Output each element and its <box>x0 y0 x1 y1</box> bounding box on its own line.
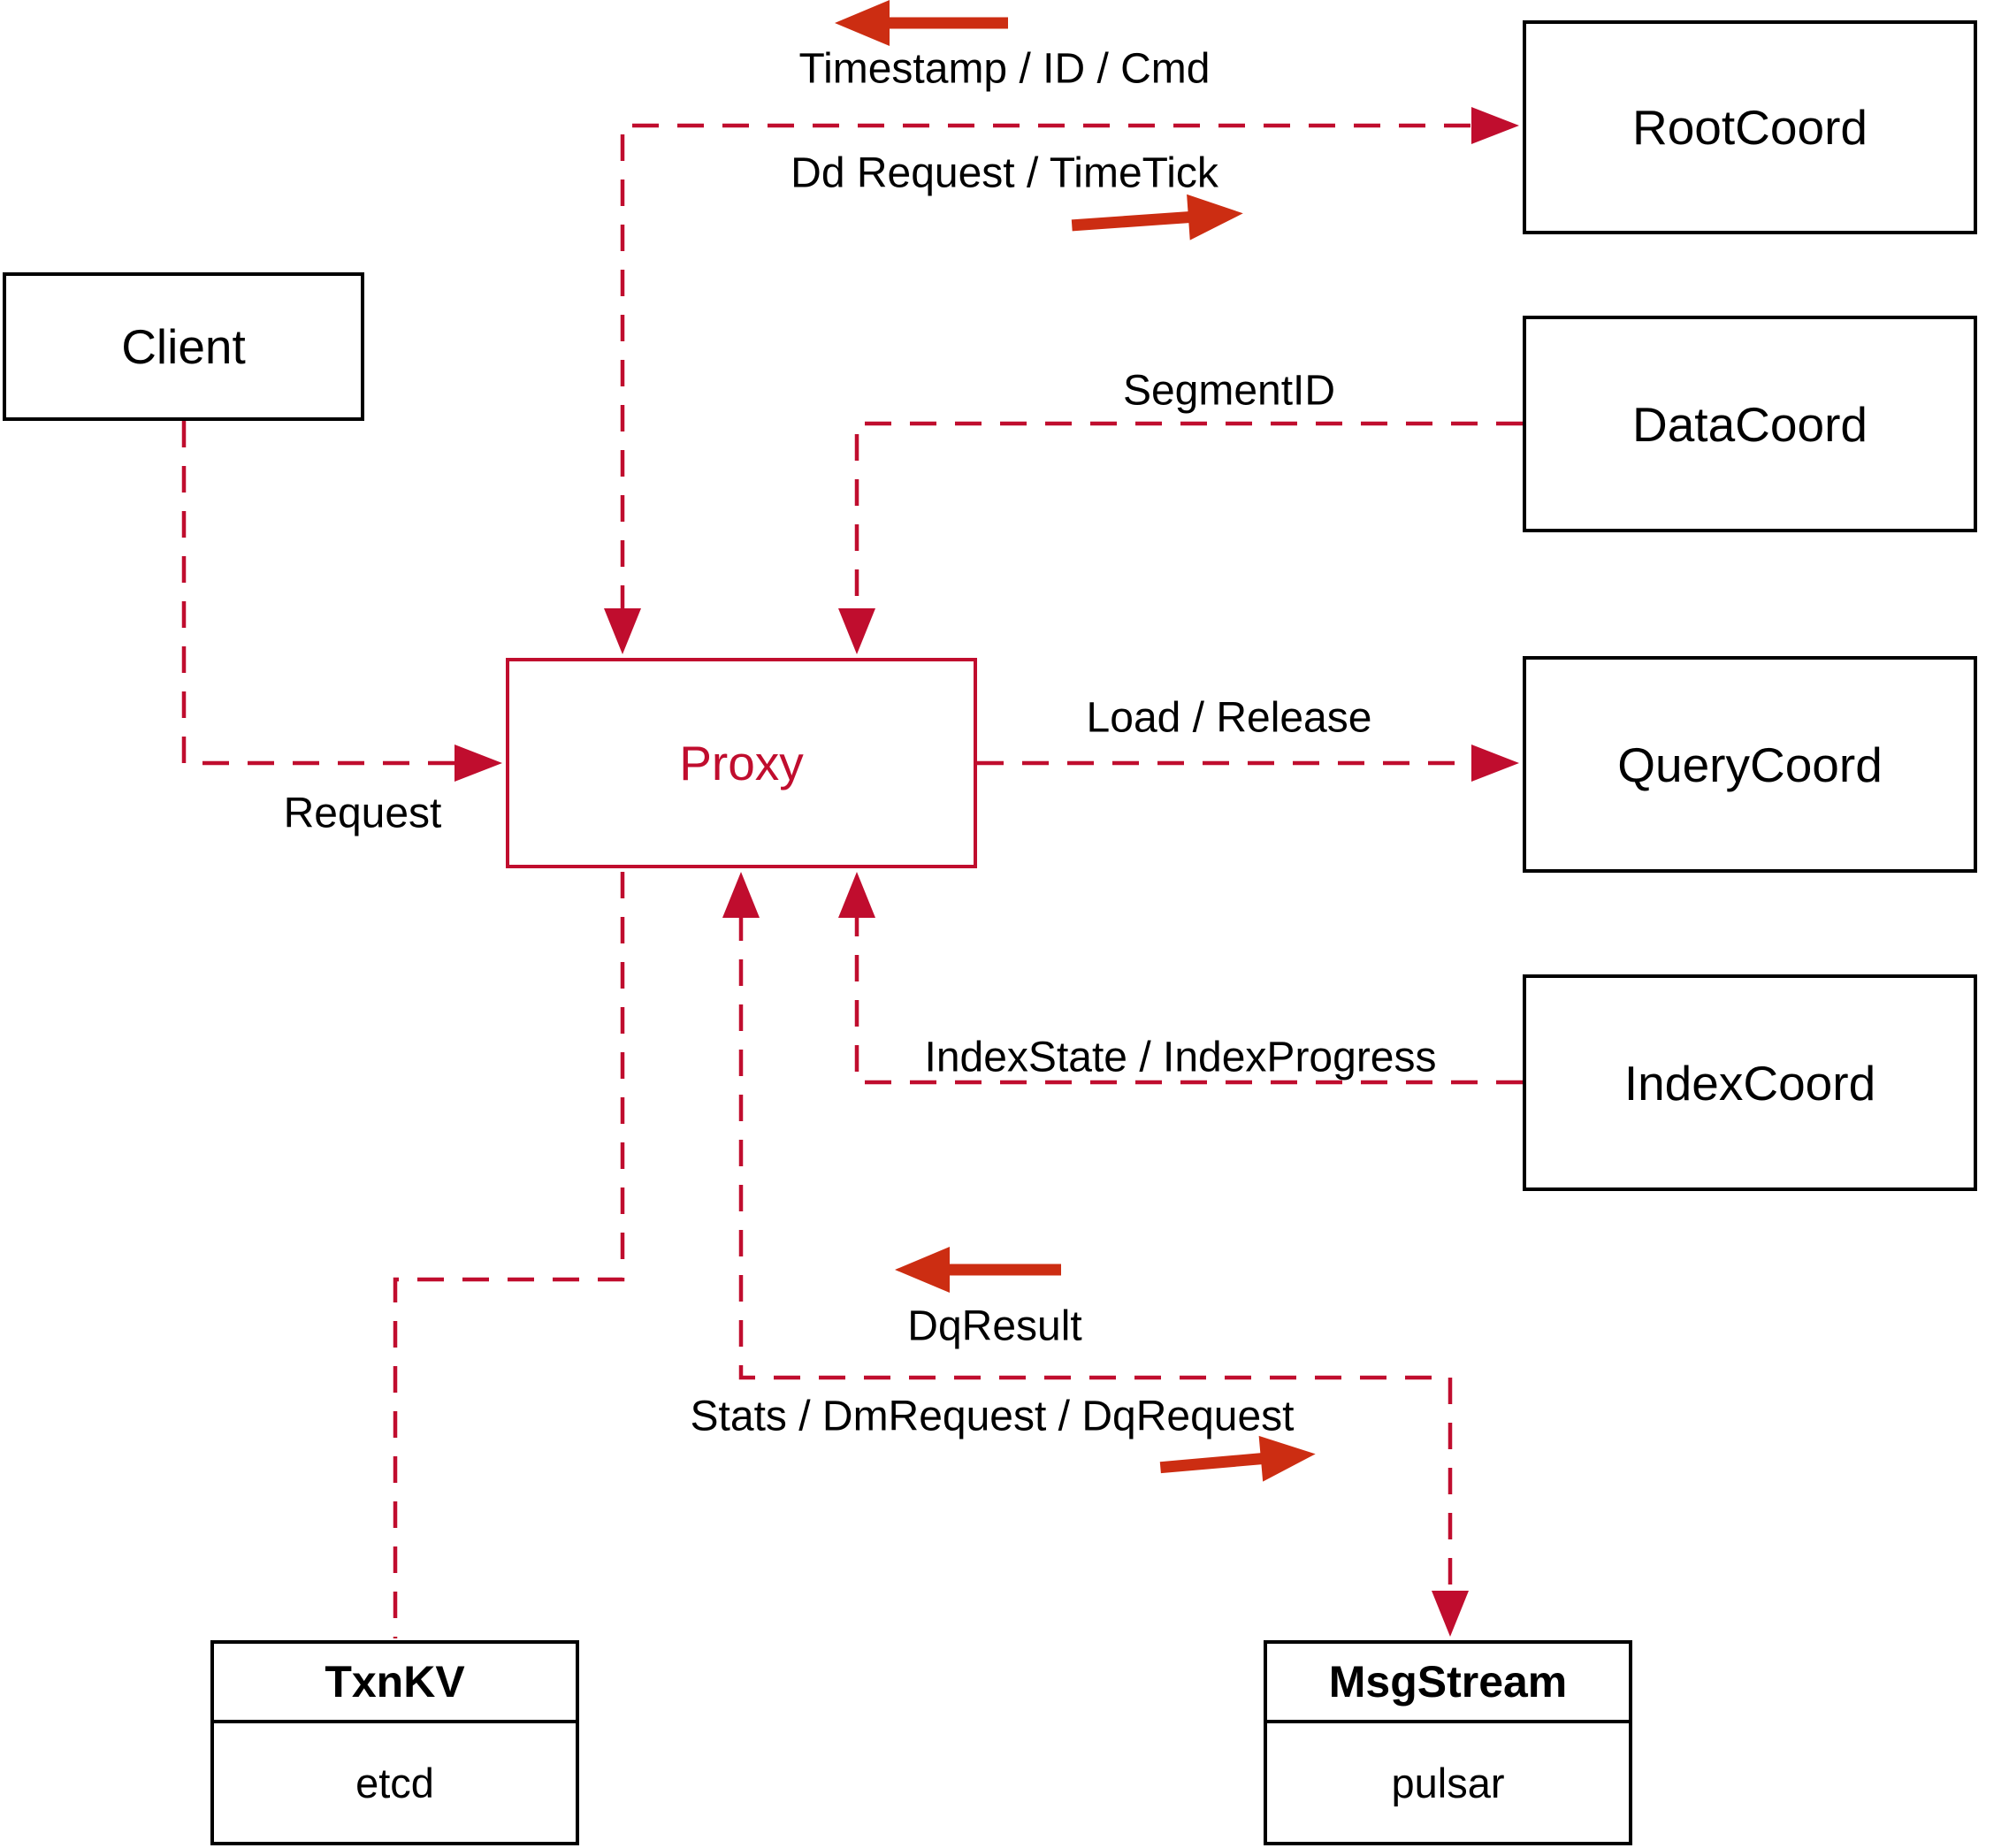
node-proxy: Proxy <box>506 658 977 868</box>
edge-label-timestamp-id-cmd: Timestamp / ID / Cmd <box>798 45 1211 93</box>
arrowhead-into-proxy-top-right <box>838 608 875 654</box>
arrowhead-into-msgstream <box>1432 1591 1469 1637</box>
arrowhead-into-proxy-bottom-right <box>838 872 875 918</box>
node-indexcoord: IndexCoord <box>1523 974 1977 1191</box>
left-arrow-dqresult-icon <box>895 1247 1061 1293</box>
arrowhead-into-proxy-bottom-mid <box>722 872 760 918</box>
edge-label-dq-result: DqResult <box>907 1302 1082 1350</box>
edge-datacoord-to-proxy <box>854 421 1523 612</box>
arrowhead-into-proxy-top-left <box>604 608 641 654</box>
node-txnkv: TxnKV etcd <box>210 1640 579 1845</box>
node-client-label: Client <box>121 319 246 374</box>
edge-label-stats-dm-dq: Stats / DmRequest / DqRequest <box>690 1393 1295 1440</box>
edge-label-dd-request-timetick: Dd Request / TimeTick <box>791 149 1218 197</box>
edge-label-request: Request <box>283 790 442 837</box>
node-indexcoord-label: IndexCoord <box>1623 1055 1876 1111</box>
arrowhead-into-proxy-left <box>455 745 502 782</box>
edge-indexcoord-to-proxy <box>854 914 1523 1085</box>
left-arrow-timestamp-icon <box>835 0 1008 46</box>
edge-proxy-msgstream <box>738 914 1453 1591</box>
node-datacoord-label: DataCoord <box>1632 396 1868 452</box>
edge-label-segment-id: SegmentID <box>1122 367 1336 415</box>
edge-proxy-to-txnkv <box>393 872 625 1638</box>
node-datacoord: DataCoord <box>1523 316 1977 532</box>
arrowhead-into-querycoord <box>1471 745 1519 782</box>
node-client: Client <box>3 272 364 421</box>
node-msgstream-subtitle: pulsar <box>1391 1759 1505 1806</box>
node-txnkv-title: TxnKV <box>214 1644 576 1723</box>
node-proxy-label: Proxy <box>679 736 804 790</box>
node-rootcoord-label: RootCoord <box>1632 100 1868 155</box>
edge-label-load-release: Load / Release <box>1086 694 1372 742</box>
right-arrow-dd-request-icon <box>1071 194 1243 241</box>
node-rootcoord: RootCoord <box>1523 20 1977 234</box>
node-msgstream: MsgStream pulsar <box>1264 1640 1632 1845</box>
node-txnkv-subtitle: etcd <box>355 1759 434 1806</box>
right-arrow-stats-icon <box>1159 1435 1316 1482</box>
node-querycoord: QueryCoord <box>1523 656 1977 873</box>
edge-client-to-proxy <box>181 421 455 766</box>
arrowhead-into-rootcoord <box>1471 107 1519 144</box>
node-querycoord-label: QueryCoord <box>1617 737 1883 792</box>
edge-proxy-rootcoord <box>620 123 1471 612</box>
node-msgstream-title: MsgStream <box>1267 1644 1629 1723</box>
edge-label-index-state-progress: IndexState / IndexProgress <box>924 1034 1437 1081</box>
